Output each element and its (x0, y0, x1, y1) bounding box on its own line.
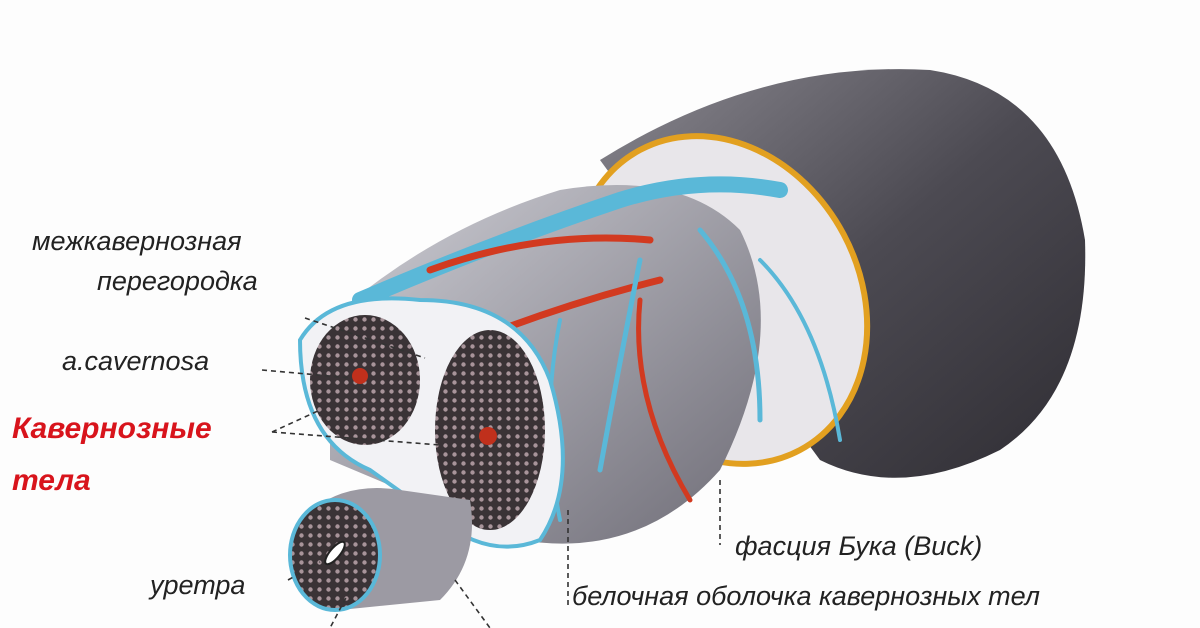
artery-label: a.cavernosa (62, 346, 210, 376)
urethra-label: уретра (150, 570, 246, 600)
artery-3 (636, 297, 693, 503)
cavernous-bodies-label-line1: Кавернозные (12, 412, 212, 445)
septum-label-line2: перегородка (97, 266, 258, 296)
vein-branch-3 (758, 258, 842, 442)
artery-1 (426, 234, 654, 274)
septum-label-line1: межкавернозная (32, 226, 242, 256)
tunica-albuginea-label: белочная оболочка кавернозных тел (572, 581, 1040, 611)
urethra-lumen (324, 540, 346, 566)
vein-branch-1 (697, 227, 763, 423)
cavernous-artery-left (352, 368, 368, 384)
artery-2 (496, 276, 664, 334)
buck-fascia-label: фасция Бука (Buck) (735, 531, 983, 561)
vein-branch-2 (597, 257, 643, 473)
cavernous-bodies-label-line2: тела (12, 464, 91, 497)
cavernous-artery-right (479, 427, 497, 445)
